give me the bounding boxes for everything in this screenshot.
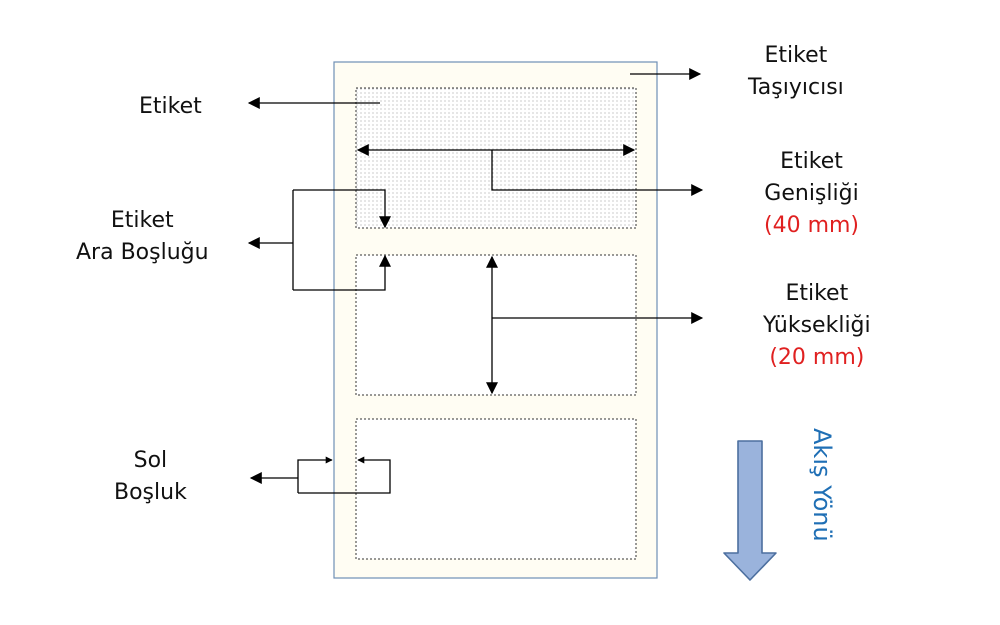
width-caption-line1: Etiket	[780, 149, 843, 174]
label-caption-line1: Etiket	[139, 94, 202, 119]
width-pointer-arrow	[491, 150, 704, 196]
flow-direction-label: Akış Yönü	[808, 428, 836, 542]
margin-left-leader	[297, 456, 333, 493]
gap-bottom-leader	[293, 254, 391, 291]
carrier-caption-line2: Taşıyıcısı	[748, 75, 844, 100]
left-margin-caption-line2: Boşluk	[114, 480, 187, 505]
margin-right-leader	[298, 456, 391, 494]
height-value: (20 mm)	[769, 345, 865, 370]
height-caption: Etiket Yüksekliği (20 mm)	[763, 278, 871, 374]
label-1	[355, 87, 637, 229]
gap-caption-line1: Etiket	[110, 208, 174, 233]
height-caption-line1: Etiket	[785, 281, 849, 306]
carrier-caption: Etiket Taşıyıcısı	[748, 40, 844, 104]
width-caption-line2: Genişliği	[764, 181, 859, 206]
label-3	[355, 418, 637, 560]
gap-top-leader	[293, 189, 391, 229]
gap-caption-line2: Ara Boşluğu	[76, 240, 209, 265]
height-caption-line2: Yüksekliği	[763, 313, 871, 338]
label-caption: Etiket	[139, 91, 202, 123]
carrier-caption-line1: Etiket	[764, 43, 828, 68]
left-margin-caption: Sol Boşluk	[114, 445, 187, 509]
down-arrow-icon	[723, 440, 777, 581]
label-2	[355, 254, 637, 396]
width-caption: Etiket Genişliği (40 mm)	[764, 146, 859, 242]
gap-caption: Etiket Ara Boşluğu	[76, 205, 209, 269]
width-value: (40 mm)	[764, 213, 860, 238]
left-margin-caption-line1: Sol	[133, 448, 168, 473]
